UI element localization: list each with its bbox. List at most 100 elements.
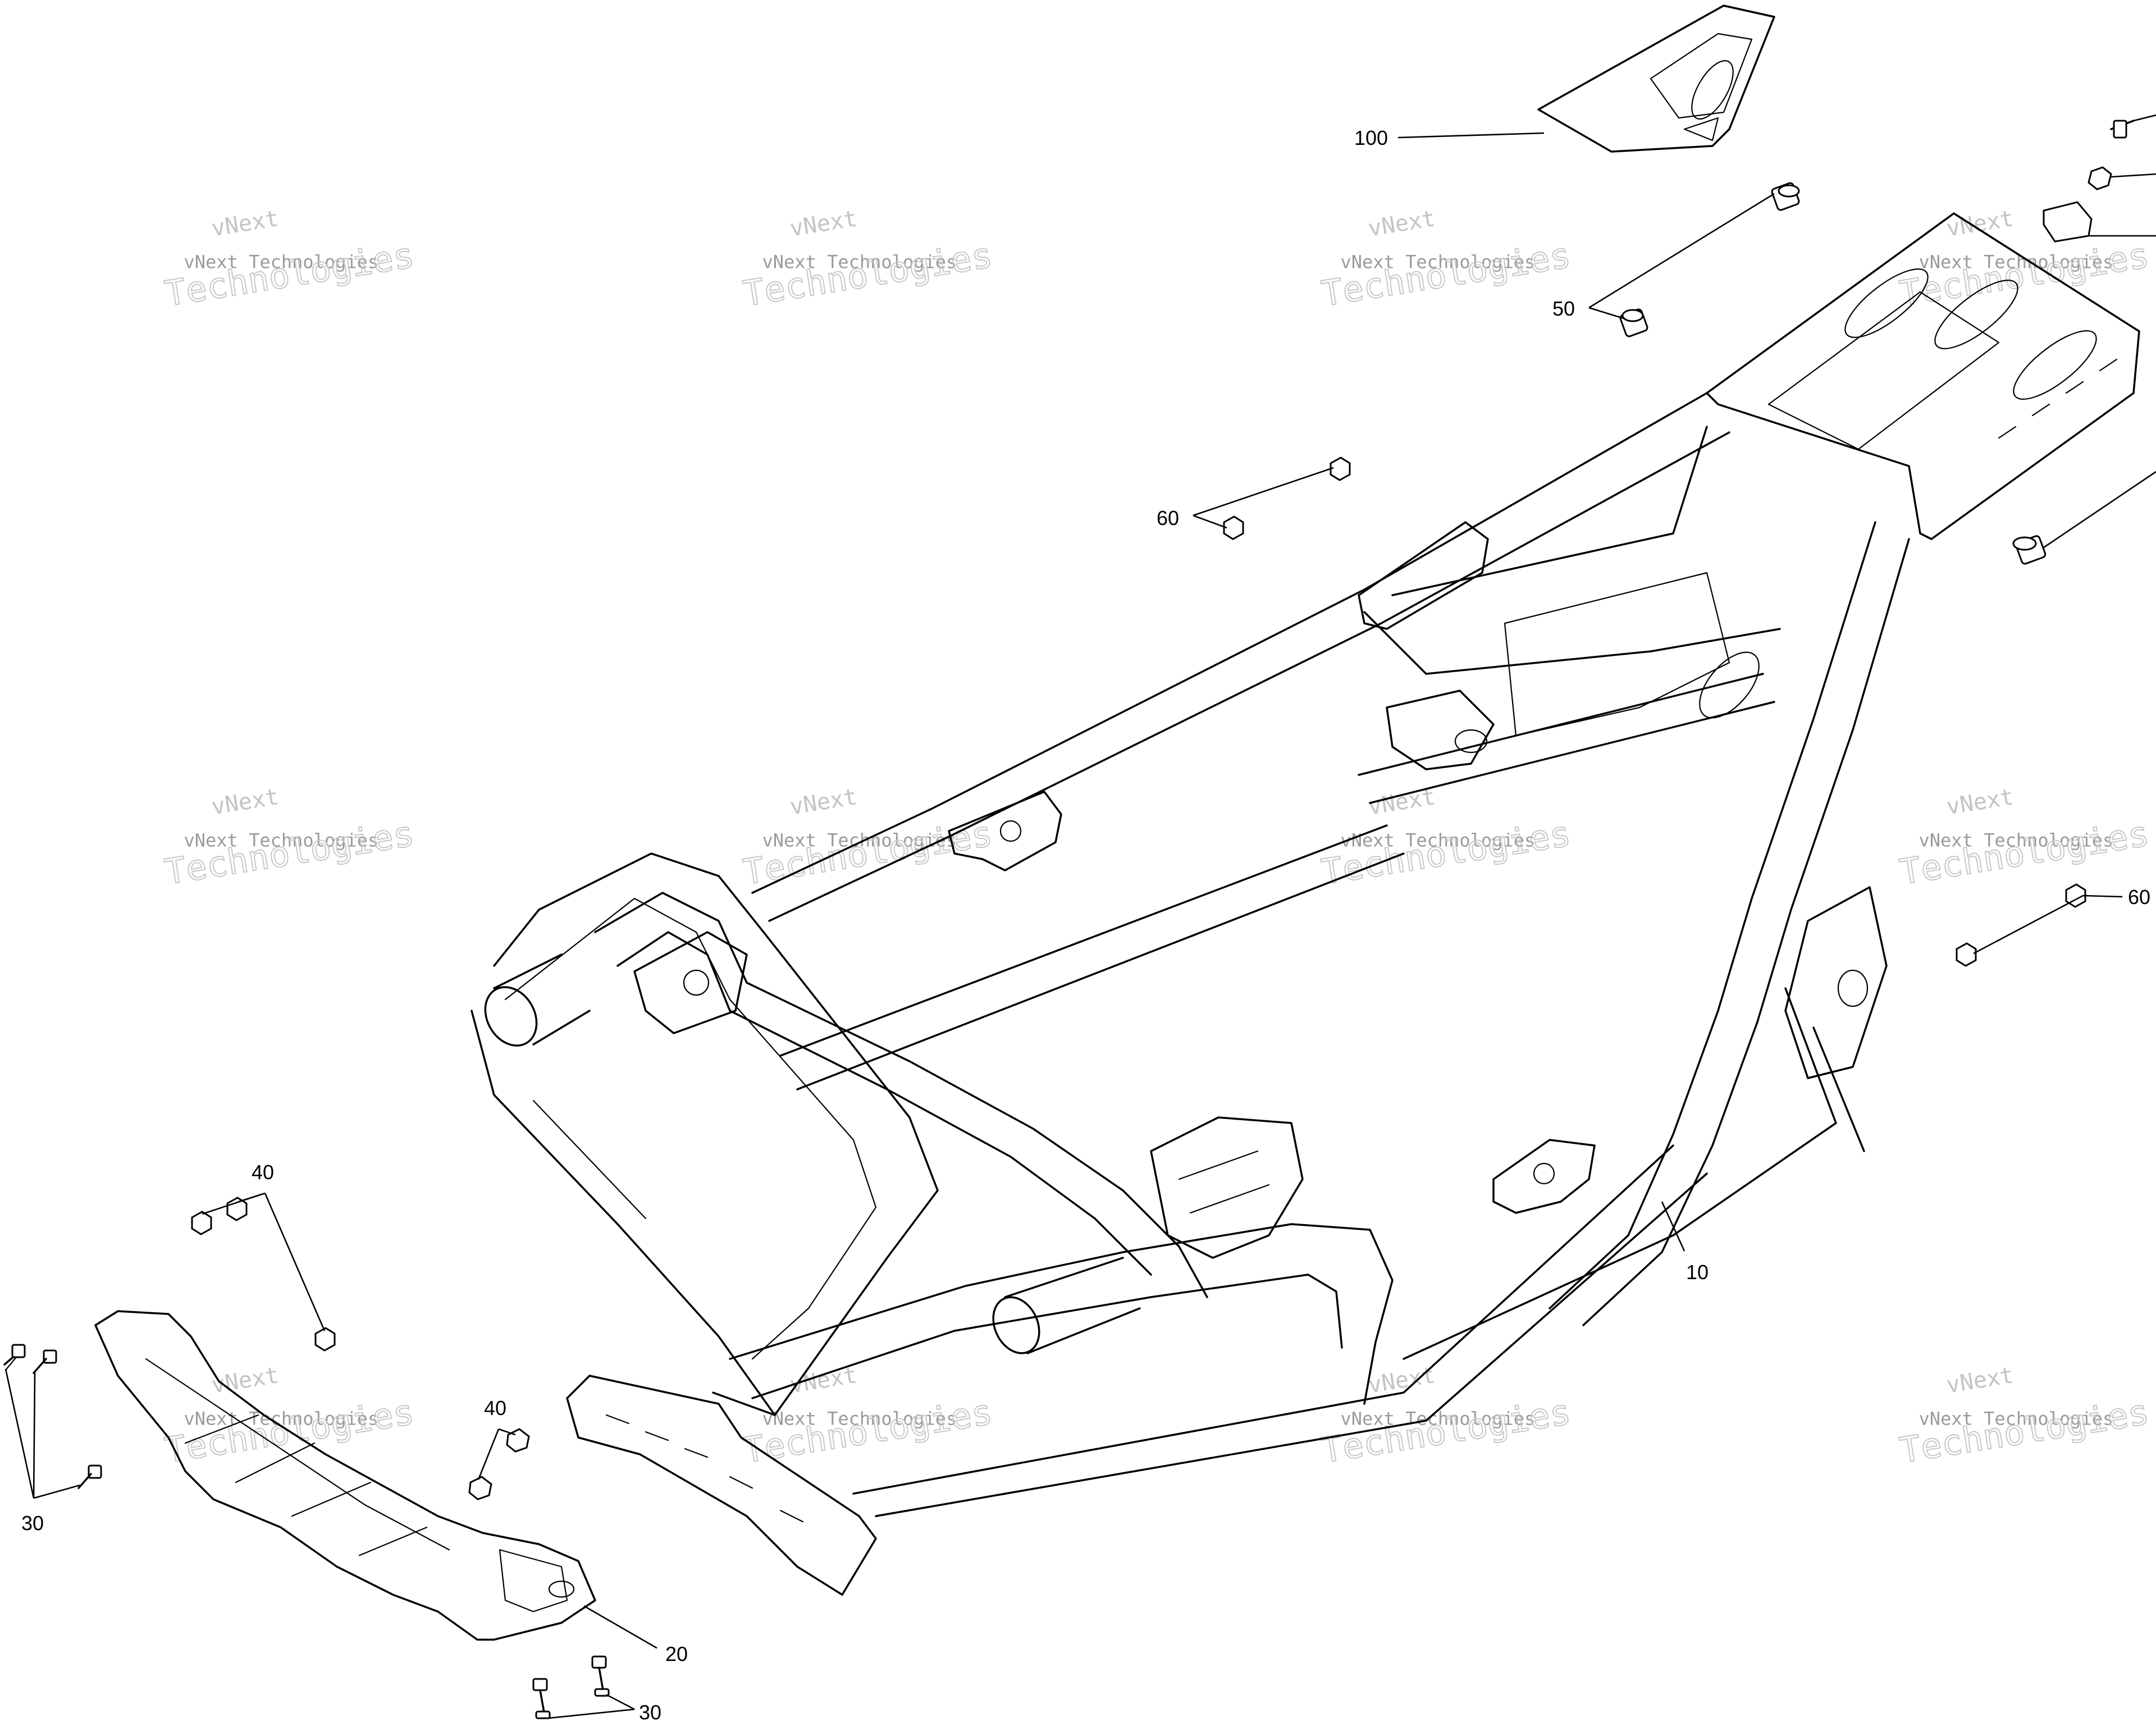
callout-labels: 100 50 60 60 10 40 40 30 20 30 <box>21 126 2150 1724</box>
front-left-column-inner <box>504 897 877 1360</box>
callout-50: 50 <box>1552 297 1575 320</box>
front-mount-bracket-holes <box>605 1414 804 1523</box>
callout-30-bottom: 30 <box>639 1701 661 1724</box>
watermark-r2-c1: vNext vNext Technologies Technologies <box>162 784 418 893</box>
svg-text:vNext Technologies: vNext Technologies <box>1341 829 1536 851</box>
bolt-30-a <box>3 1344 26 1371</box>
leader-40-bottom <box>477 1428 516 1480</box>
nut-40-d <box>506 1428 530 1453</box>
svg-text:vNext Technologies: vNext Technologies <box>1919 829 2114 851</box>
svg-text:vNext Technologies: vNext Technologies <box>762 251 957 272</box>
bolt-30-c <box>77 1464 102 1489</box>
leader-30-left <box>4 1368 80 1499</box>
bushing-50-top <box>1771 182 1800 211</box>
nut-top-right <box>2088 166 2112 190</box>
bracket-20-hole <box>548 1580 575 1598</box>
svg-text:Technologies: Technologies <box>1897 813 2152 893</box>
rear-crossmember <box>1363 426 1781 675</box>
main-frame <box>471 212 2140 1596</box>
mid-top-bracket <box>948 791 1062 871</box>
right-mid-bracket-hole <box>1533 1162 1555 1185</box>
bracket-100-slot <box>1691 60 1734 120</box>
svg-text:vNext: vNext <box>210 1362 281 1398</box>
right-mid-bracket <box>1492 1139 1596 1214</box>
svg-text:vNext Technologies: vNext Technologies <box>1919 251 2114 272</box>
nut-60-right-bottom <box>1956 942 1977 967</box>
nut-40-b <box>226 1197 248 1221</box>
right-pivot-hole <box>1837 969 1869 1007</box>
leader-10 <box>1661 1201 1685 1252</box>
front-lower-crossmember <box>729 1223 1394 1405</box>
center-engine-mount <box>1150 1116 1304 1259</box>
callout-20: 20 <box>665 1642 688 1665</box>
part-20-bracket <box>94 1310 596 1641</box>
svg-text:vNext: vNext <box>788 206 859 241</box>
rear-plate-slot-1 <box>1844 268 1929 338</box>
svg-text:vNext: vNext <box>210 784 281 820</box>
watermark-r1-c1: vNext vNext Technologies Technologies <box>162 206 418 314</box>
leader-20 <box>583 1605 657 1649</box>
nut-60-bottom <box>1223 515 1244 540</box>
upper-right-rail <box>1717 521 1910 1023</box>
callout-40-left: 40 <box>252 1161 274 1184</box>
right-pivot-bracket <box>1784 886 1888 1079</box>
svg-text:Technologies: Technologies <box>741 235 995 314</box>
watermark-r1-c2: vNext vNext Technologies Technologies <box>740 206 996 314</box>
svg-text:vNext: vNext <box>1945 784 2016 820</box>
svg-text:vNext Technologies: vNext Technologies <box>184 251 379 272</box>
watermark-r2-c4: vNext vNext Technologies Technologies <box>1897 784 2153 893</box>
leader-50 <box>1588 193 1775 320</box>
bolt-top-right <box>2110 120 2135 139</box>
part-100-bracket <box>1537 4 1775 153</box>
leader-lines <box>4 114 2156 1719</box>
leader-100 <box>1397 132 1545 139</box>
front-cylinder-left-end <box>484 986 538 1047</box>
watermark-r3-c4: vNext vNext Technologies Technologies <box>1897 1362 2153 1471</box>
callout-30-left: 30 <box>21 1512 44 1535</box>
svg-text:vNext: vNext <box>1367 206 1437 241</box>
nut-40-a <box>191 1211 212 1235</box>
bolt-30-d <box>532 1678 551 1719</box>
upper-diagonal-brace <box>1358 673 1775 804</box>
callout-10: 10 <box>1686 1261 1709 1284</box>
callout-60-right: 60 <box>2128 886 2150 909</box>
callout-40-bottom: 40 <box>484 1397 506 1420</box>
svg-text:vNext: vNext <box>1945 206 2016 241</box>
rear-plate-slot-3 <box>2013 330 2097 400</box>
bracket-20-end <box>499 1549 568 1613</box>
front-cylinder-right-end <box>992 1296 1040 1354</box>
leader-30-bottom <box>547 1694 635 1719</box>
front-mount-plate-hole <box>683 969 710 996</box>
front-mount-plate <box>633 931 748 1034</box>
bracket-100-inner <box>1650 33 1753 119</box>
clip-top-right <box>2043 201 2093 243</box>
rear-engine-mount-bush <box>1454 729 1488 754</box>
front-cylinder-left <box>493 953 591 1046</box>
nut-40-e <box>468 1476 492 1500</box>
right-downtube <box>1549 1010 1758 1326</box>
svg-text:vNext Technologies: vNext Technologies <box>184 829 379 851</box>
leader-40-left <box>202 1192 326 1331</box>
rear-plate-edge-holes <box>1998 358 2118 439</box>
front-cylinder-right <box>1004 1257 1141 1354</box>
rear-plate-slot-2 <box>1934 280 2018 349</box>
lower-right-rail <box>852 1144 1708 1517</box>
callout-60-top: 60 <box>1157 506 1179 530</box>
mid-top-bracket-hole <box>999 820 1022 842</box>
inner-rail-left <box>779 824 1405 1090</box>
front-left-column <box>471 852 939 1416</box>
leader-60-right <box>1973 895 2123 955</box>
bracket-20-body <box>94 1310 596 1641</box>
upper-left-rail <box>751 392 1730 922</box>
front-mount-bracket <box>566 1375 877 1596</box>
leader-top-right-2 <box>2111 173 2156 178</box>
rear-engine-mount <box>1386 690 1495 770</box>
rear-plate-inner <box>1767 291 2000 450</box>
svg-text:vNext: vNext <box>1945 1362 2016 1398</box>
svg-text:vNext: vNext <box>210 206 281 241</box>
svg-text:vNext Technologies: vNext Technologies <box>1919 1408 2114 1429</box>
center-engine-mount-detail <box>1178 1150 1270 1214</box>
bushing-50-bottom <box>1619 308 1648 337</box>
bracket-20-ribs <box>145 1358 450 1557</box>
